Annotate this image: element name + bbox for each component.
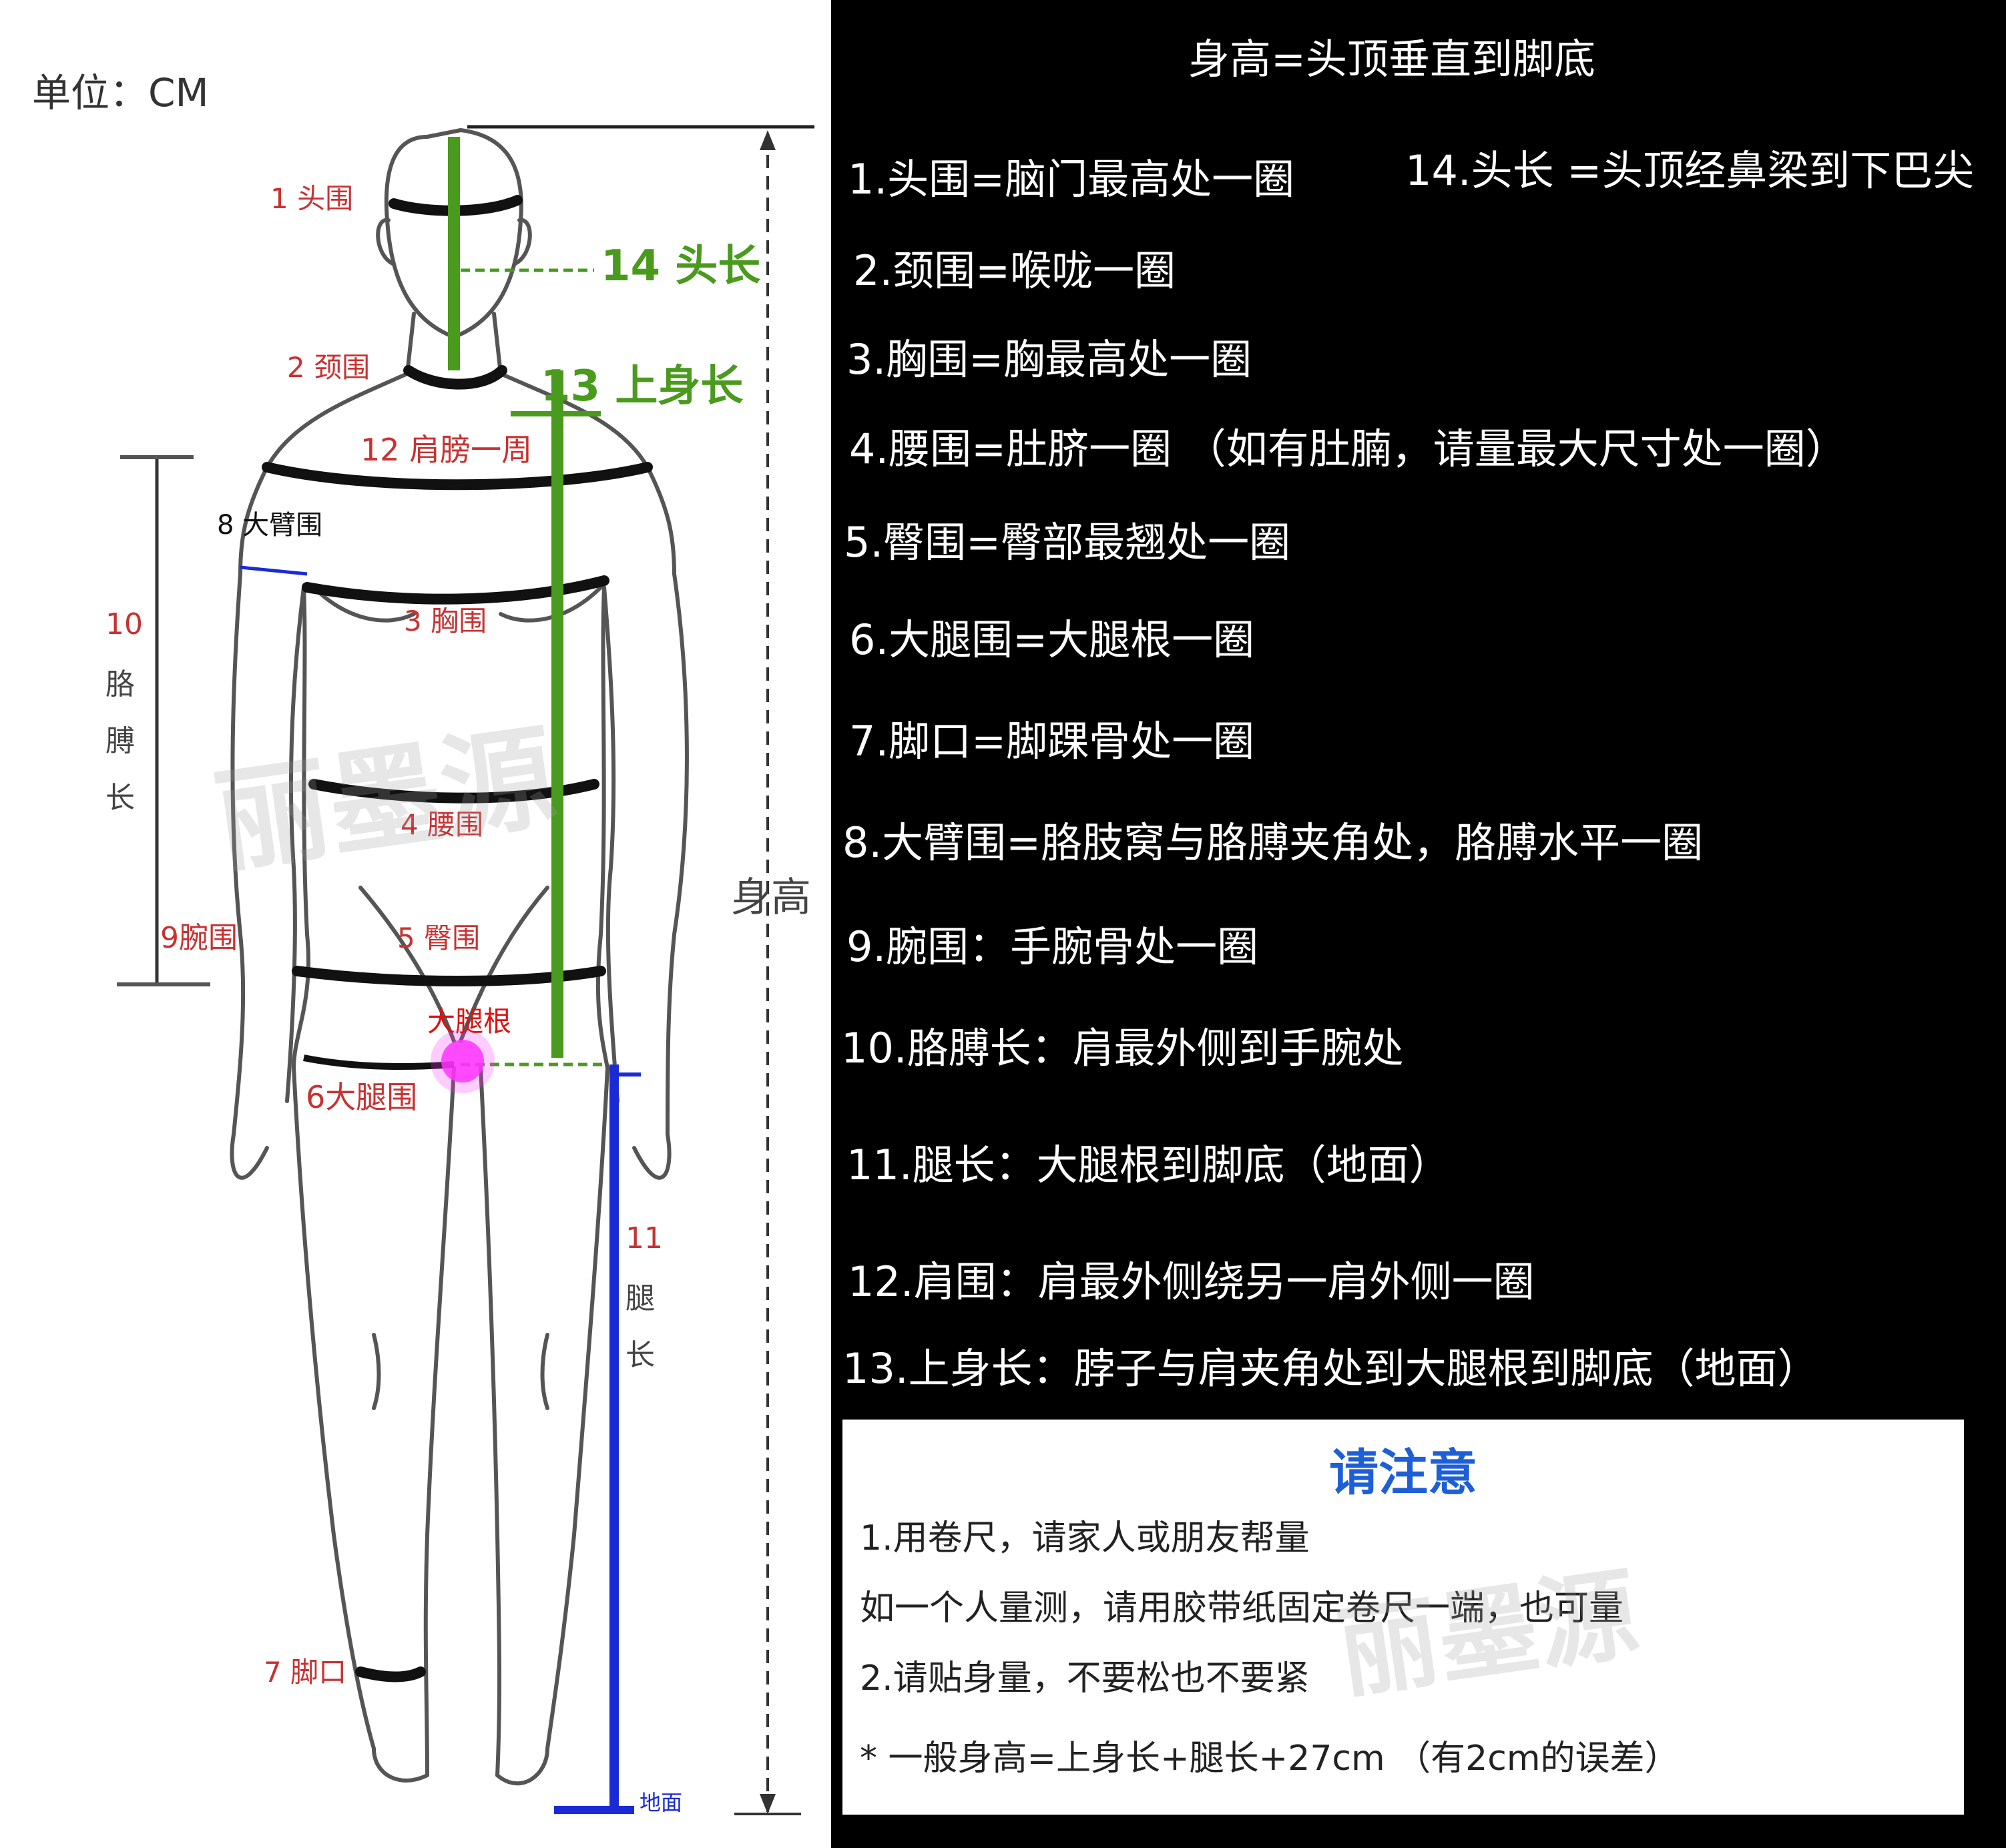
item-ankle: 7.脚口=脚踝骨处一圈 — [849, 707, 1254, 767]
notice-line: 1.用卷尺，请家人或朋友帮量 — [860, 1510, 1310, 1560]
label-thigh-root: 大腿根 — [427, 1005, 511, 1038]
label-hip: 5 臀围 — [397, 922, 480, 954]
body-measurement-figure: 1 头围 14 头长 2 颈围 13 上身长 12 肩膀一周 8 大臂围 3 胸… — [0, 0, 831, 1848]
item-upper-body-length: 13.上身长：脖子与肩夹角处到大腿根到脚底（地面） — [842, 1335, 1819, 1395]
figure-panel: 单位：CM — [0, 0, 831, 1848]
item-head: 1.头围=脑门最高处一圈 — [848, 145, 1294, 206]
item-chest: 3.胸围=胸最高处一圈 — [846, 326, 1252, 386]
label-upper-body-length: 13 上身长 — [541, 362, 743, 411]
label-arm-length-num: 10 — [105, 607, 143, 641]
label-head-length: 14 头长 — [601, 242, 760, 291]
label-upper-arm: 8 大臂围 — [217, 510, 322, 541]
item-neck: 2.颈围=喉咙一圈 — [853, 237, 1176, 297]
item-upper-arm: 8.大臂围=胳肢窝与胳膊夹角处，胳膊水平一圈 — [842, 809, 1703, 869]
notice-box: 请注意 1.用卷尺，请家人或朋友帮量 如一个人量测，请用胶带纸固定卷尺一端，也可… — [842, 1420, 1964, 1815]
item-hip: 5.臀围=臀部最翘处一圈 — [844, 509, 1290, 569]
notice-line: * 一般身高=上身长+腿长+27cm （有2cm的误差） — [860, 1730, 1680, 1780]
item-leg-length: 11.腿长：大腿根到脚底（地面） — [846, 1131, 1451, 1191]
label-neck: 2 颈围 — [287, 351, 370, 384]
height-header: 身高=头顶垂直到脚底 — [1188, 25, 1595, 85]
label-leg-length-char: 长 — [625, 1338, 655, 1372]
item-thigh: 6.大腿围=大腿根一圈 — [849, 606, 1254, 666]
neck-band — [409, 370, 502, 384]
notice-title: 请注意 — [842, 1433, 1964, 1504]
label-height: 身高 — [731, 874, 811, 921]
label-chest: 3 胸围 — [404, 605, 487, 637]
label-arm-length-char: 长 — [105, 781, 135, 815]
upper-arm-band — [240, 567, 307, 574]
label-ankle: 7 脚口 — [264, 1656, 346, 1688]
label-leg-length-char: 腿 — [625, 1281, 655, 1315]
label-head: 1 头围 — [270, 182, 353, 215]
item-wrist: 9.腕围：手腕骨处一圈 — [846, 913, 1258, 973]
label-arm-length-char: 胳 — [105, 667, 135, 701]
item-waist: 4.腰围=肚脐一圈 （如有肚腩，请量最大尺寸处一圈） — [849, 415, 1847, 475]
item-head-length: 14.头长 =头顶经鼻梁到下巴尖 — [1405, 137, 1974, 197]
shoulder-band — [267, 467, 648, 485]
label-ground: 地面 — [640, 1790, 682, 1815]
item-shoulder: 12.肩围：肩最外侧绕另一肩外侧一圈 — [848, 1248, 1535, 1308]
label-shoulder: 12 肩膀一周 — [360, 432, 532, 468]
label-arm-length-char: 膊 — [105, 724, 135, 758]
watermark: 丽墨源 — [1328, 1533, 1646, 1719]
label-leg-length-num: 11 — [625, 1221, 663, 1255]
notice-line: 2.请贴身量，不要松也不要紧 — [860, 1650, 1310, 1700]
label-wrist: 9腕围 — [160, 921, 238, 955]
label-thigh: 6大腿围 — [306, 1079, 417, 1115]
ankle-band — [360, 1672, 421, 1677]
item-arm-length: 10.胳膊长：肩最外侧到手腕处 — [841, 1014, 1404, 1074]
